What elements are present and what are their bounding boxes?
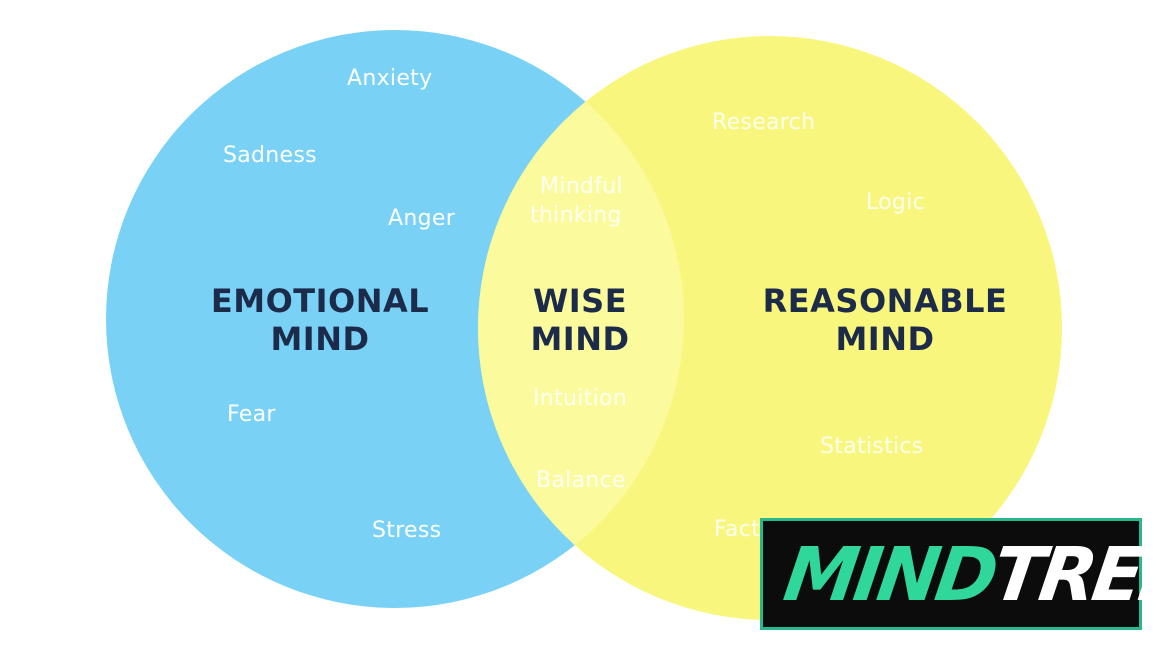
reasonable-title-line2: MIND (835, 320, 935, 358)
emotional-title-line1: EMOTIONAL (210, 282, 430, 320)
mindtrek-logo: MINDTREK (760, 518, 1164, 630)
emotional-title-line2: MIND (270, 320, 370, 358)
word-logic: Logic (866, 190, 926, 215)
word-research: Research (712, 110, 816, 135)
emotional-mind-title: EMOTIONAL MIND (200, 282, 440, 358)
word-statistics: Statistics (820, 434, 924, 459)
logo-trek-text: TREK (987, 532, 1164, 618)
reasonable-mind-title: REASONABLE MIND (745, 282, 1025, 358)
word-intuition: Intuition (533, 386, 627, 411)
word-balance: Balance (536, 468, 626, 493)
word-anxiety: Anxiety (347, 66, 433, 91)
word-anger: Anger (388, 206, 456, 231)
wise-title-line1: WISE (532, 282, 628, 320)
wise-mind-title: WISE MIND (510, 282, 650, 358)
word-sadness: Sadness (223, 143, 317, 168)
logo-wordmark: MINDTREK (779, 529, 1164, 621)
word-fear: Fear (227, 402, 276, 427)
word-mindful: Mindful (540, 174, 623, 199)
reasonable-title-line1: REASONABLE (762, 282, 1008, 320)
wise-title-line2: MIND (530, 320, 630, 358)
logo-mind-text: MIND (778, 532, 1000, 618)
word-thinking: thinking (530, 203, 622, 228)
word-stress: Stress (372, 518, 442, 543)
